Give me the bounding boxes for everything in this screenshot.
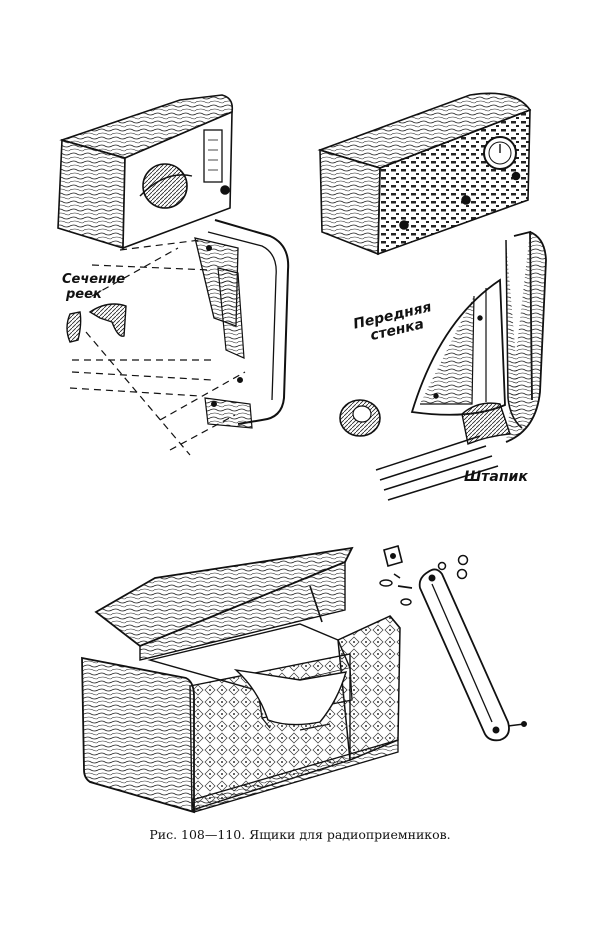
label-strip-sections-line2: реек <box>66 287 102 302</box>
knob-icon <box>339 399 381 437</box>
front-wall-corner-detail <box>375 230 547 501</box>
label-strip-sections: Сечение реек <box>62 272 125 302</box>
radio-cabinet-left <box>57 94 234 250</box>
label-bead: Штапик <box>464 469 528 485</box>
radio-cabinet-right <box>317 92 532 256</box>
exploded-corner-left <box>69 219 290 456</box>
open-box <box>81 546 401 814</box>
lid-stay-hardware <box>379 545 527 742</box>
strip-sections <box>66 303 127 343</box>
label-strip-sections-line1: Сечение <box>62 272 126 287</box>
figure-caption: Рис. 108—110. Ящики для радиоприемников. <box>149 827 451 842</box>
